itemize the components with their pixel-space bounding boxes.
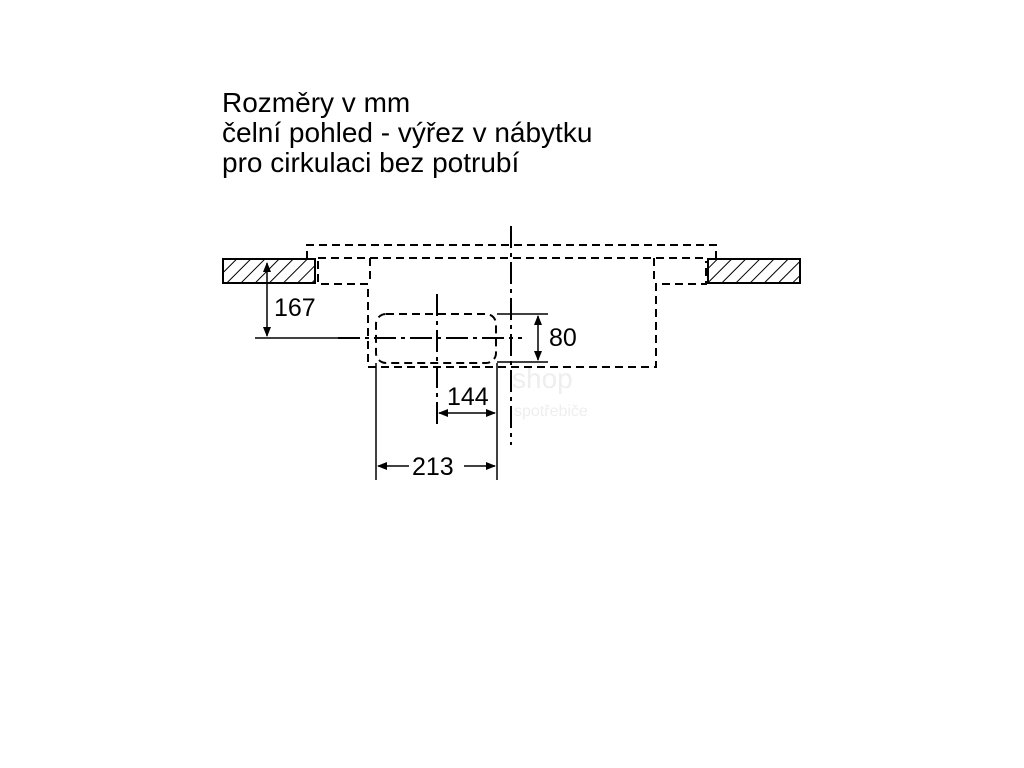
dimension-213-label: 213 [412,453,454,481]
dimension-144-label: 144 [447,383,489,411]
drawing-caption: Rozměry v mm čelní pohled - výřez v náby… [222,88,592,178]
dimension-80-label: 80 [549,324,577,352]
dimension-213: 213 [375,363,496,481]
dimension-167-label: 167 [274,294,316,322]
appliance-outline [306,244,717,368]
dimension-144: 144 [438,363,498,480]
caption-line-units: Rozměry v mm [222,87,411,118]
appliance-body-outline [317,261,707,368]
hob-top-outline [306,244,717,259]
watermark-shop-text: shop [512,363,573,394]
countertop-left [222,258,316,284]
dimension-167: 167 [255,262,338,339]
watermark-appliance-text: spotřebiče [514,403,588,420]
dimension-80: 80 [497,313,577,363]
countertop-right [707,258,801,284]
caption-line-view: čelní pohled - výřez v nábytku [222,117,593,148]
watermark: shop spotřebiče [512,363,588,420]
caption-line-mode: pro cirkulaci bez potrubí [222,147,520,178]
